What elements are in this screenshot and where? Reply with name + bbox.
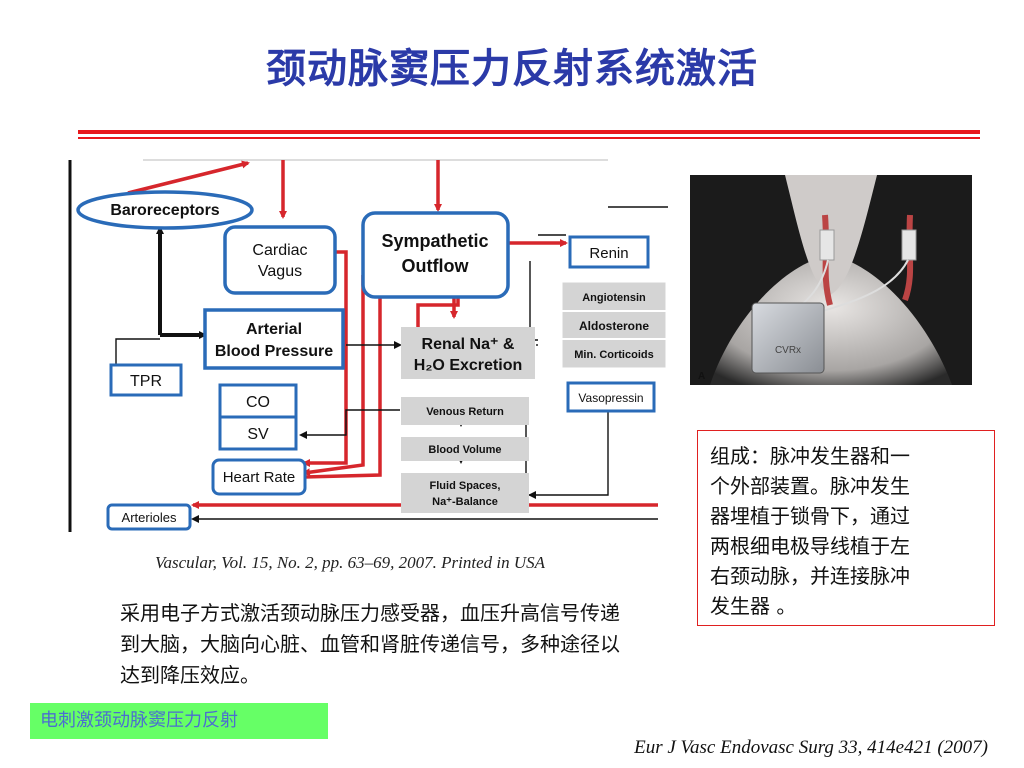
node-arterial: Arterial [246, 321, 302, 338]
node-fluid-spaces: Fluid Spaces, [430, 480, 501, 492]
node-arterioles: Arterioles [122, 510, 177, 525]
reference-citation: Eur J Vasc Endovasc Surg 33, 414e421 (20… [634, 737, 988, 758]
node-na-balance: Na⁺-Balance [432, 496, 498, 508]
node-outflow: Outflow [402, 256, 470, 276]
node-blood-volume: Blood Volume [428, 444, 501, 456]
mechanism-paragraph: 采用电子方式激活颈动脉压力感受器，血压升高信号传递到大脑，大脑向心脏、血管和肾脏… [120, 601, 620, 687]
node-heart-rate: Heart Rate [223, 469, 296, 486]
title-divider-thin [78, 137, 980, 139]
node-renin: Renin [589, 245, 628, 262]
node-cardiac: Cardiac [252, 242, 307, 259]
node-co: CO [246, 394, 270, 411]
node-baroreceptors: Baroreceptors [110, 202, 219, 219]
slide-title: 颈动脉窦压力反射系统激活 [266, 46, 758, 92]
device-description-box: 组成：脉冲发生器和一 个外部装置。脉冲发生 器埋植于锁骨下，通过 两根细电极导线… [697, 430, 995, 626]
node-vasopressin: Vasopressin [578, 391, 643, 405]
device-line-3: 器埋植于锁骨下，通过 [710, 504, 910, 528]
node-vagus: Vagus [258, 263, 302, 280]
device-line-5: 右颈动脉，并连接脉冲 [710, 564, 910, 588]
implant-photo: CVRx A [690, 175, 972, 385]
node-venous-return: Venous Return [426, 406, 504, 418]
title-divider-thick [78, 130, 980, 134]
vascular-citation: Vascular, Vol. 15, No. 2, pp. 63–69, 200… [155, 553, 546, 572]
node-excretion: H₂O Excretion [414, 357, 522, 374]
device-line-1: 组成：脉冲发生器和一 [710, 444, 910, 468]
device-line-4: 两根细电极导线植于左 [710, 534, 910, 558]
device-label: CVRx [775, 345, 801, 356]
node-sympathetic: Sympathetic [381, 231, 488, 251]
node-blood-pressure: Blood Pressure [215, 343, 333, 360]
node-renal: Renal Na⁺ & [422, 336, 515, 353]
photo-panel-letter: A [698, 371, 705, 382]
node-tpr: TPR [130, 373, 162, 390]
red-pathways [127, 160, 658, 509]
device-line-2: 个外部装置。脉冲发生 [710, 474, 910, 498]
baroreflex-diagram: Baroreceptors Cardiac Vagus Sympathetic … [68, 155, 668, 535]
node-min-corticoids: Min. Corticoids [574, 349, 653, 361]
device-line-6: 发生器 。 [710, 594, 797, 618]
node-aldosterone: Aldosterone [579, 319, 649, 333]
node-sv: SV [247, 426, 269, 443]
node-angiotensin: Angiotensin [582, 292, 646, 304]
highlight-label: 电刺激颈动脉窦压力反射 [30, 703, 328, 739]
